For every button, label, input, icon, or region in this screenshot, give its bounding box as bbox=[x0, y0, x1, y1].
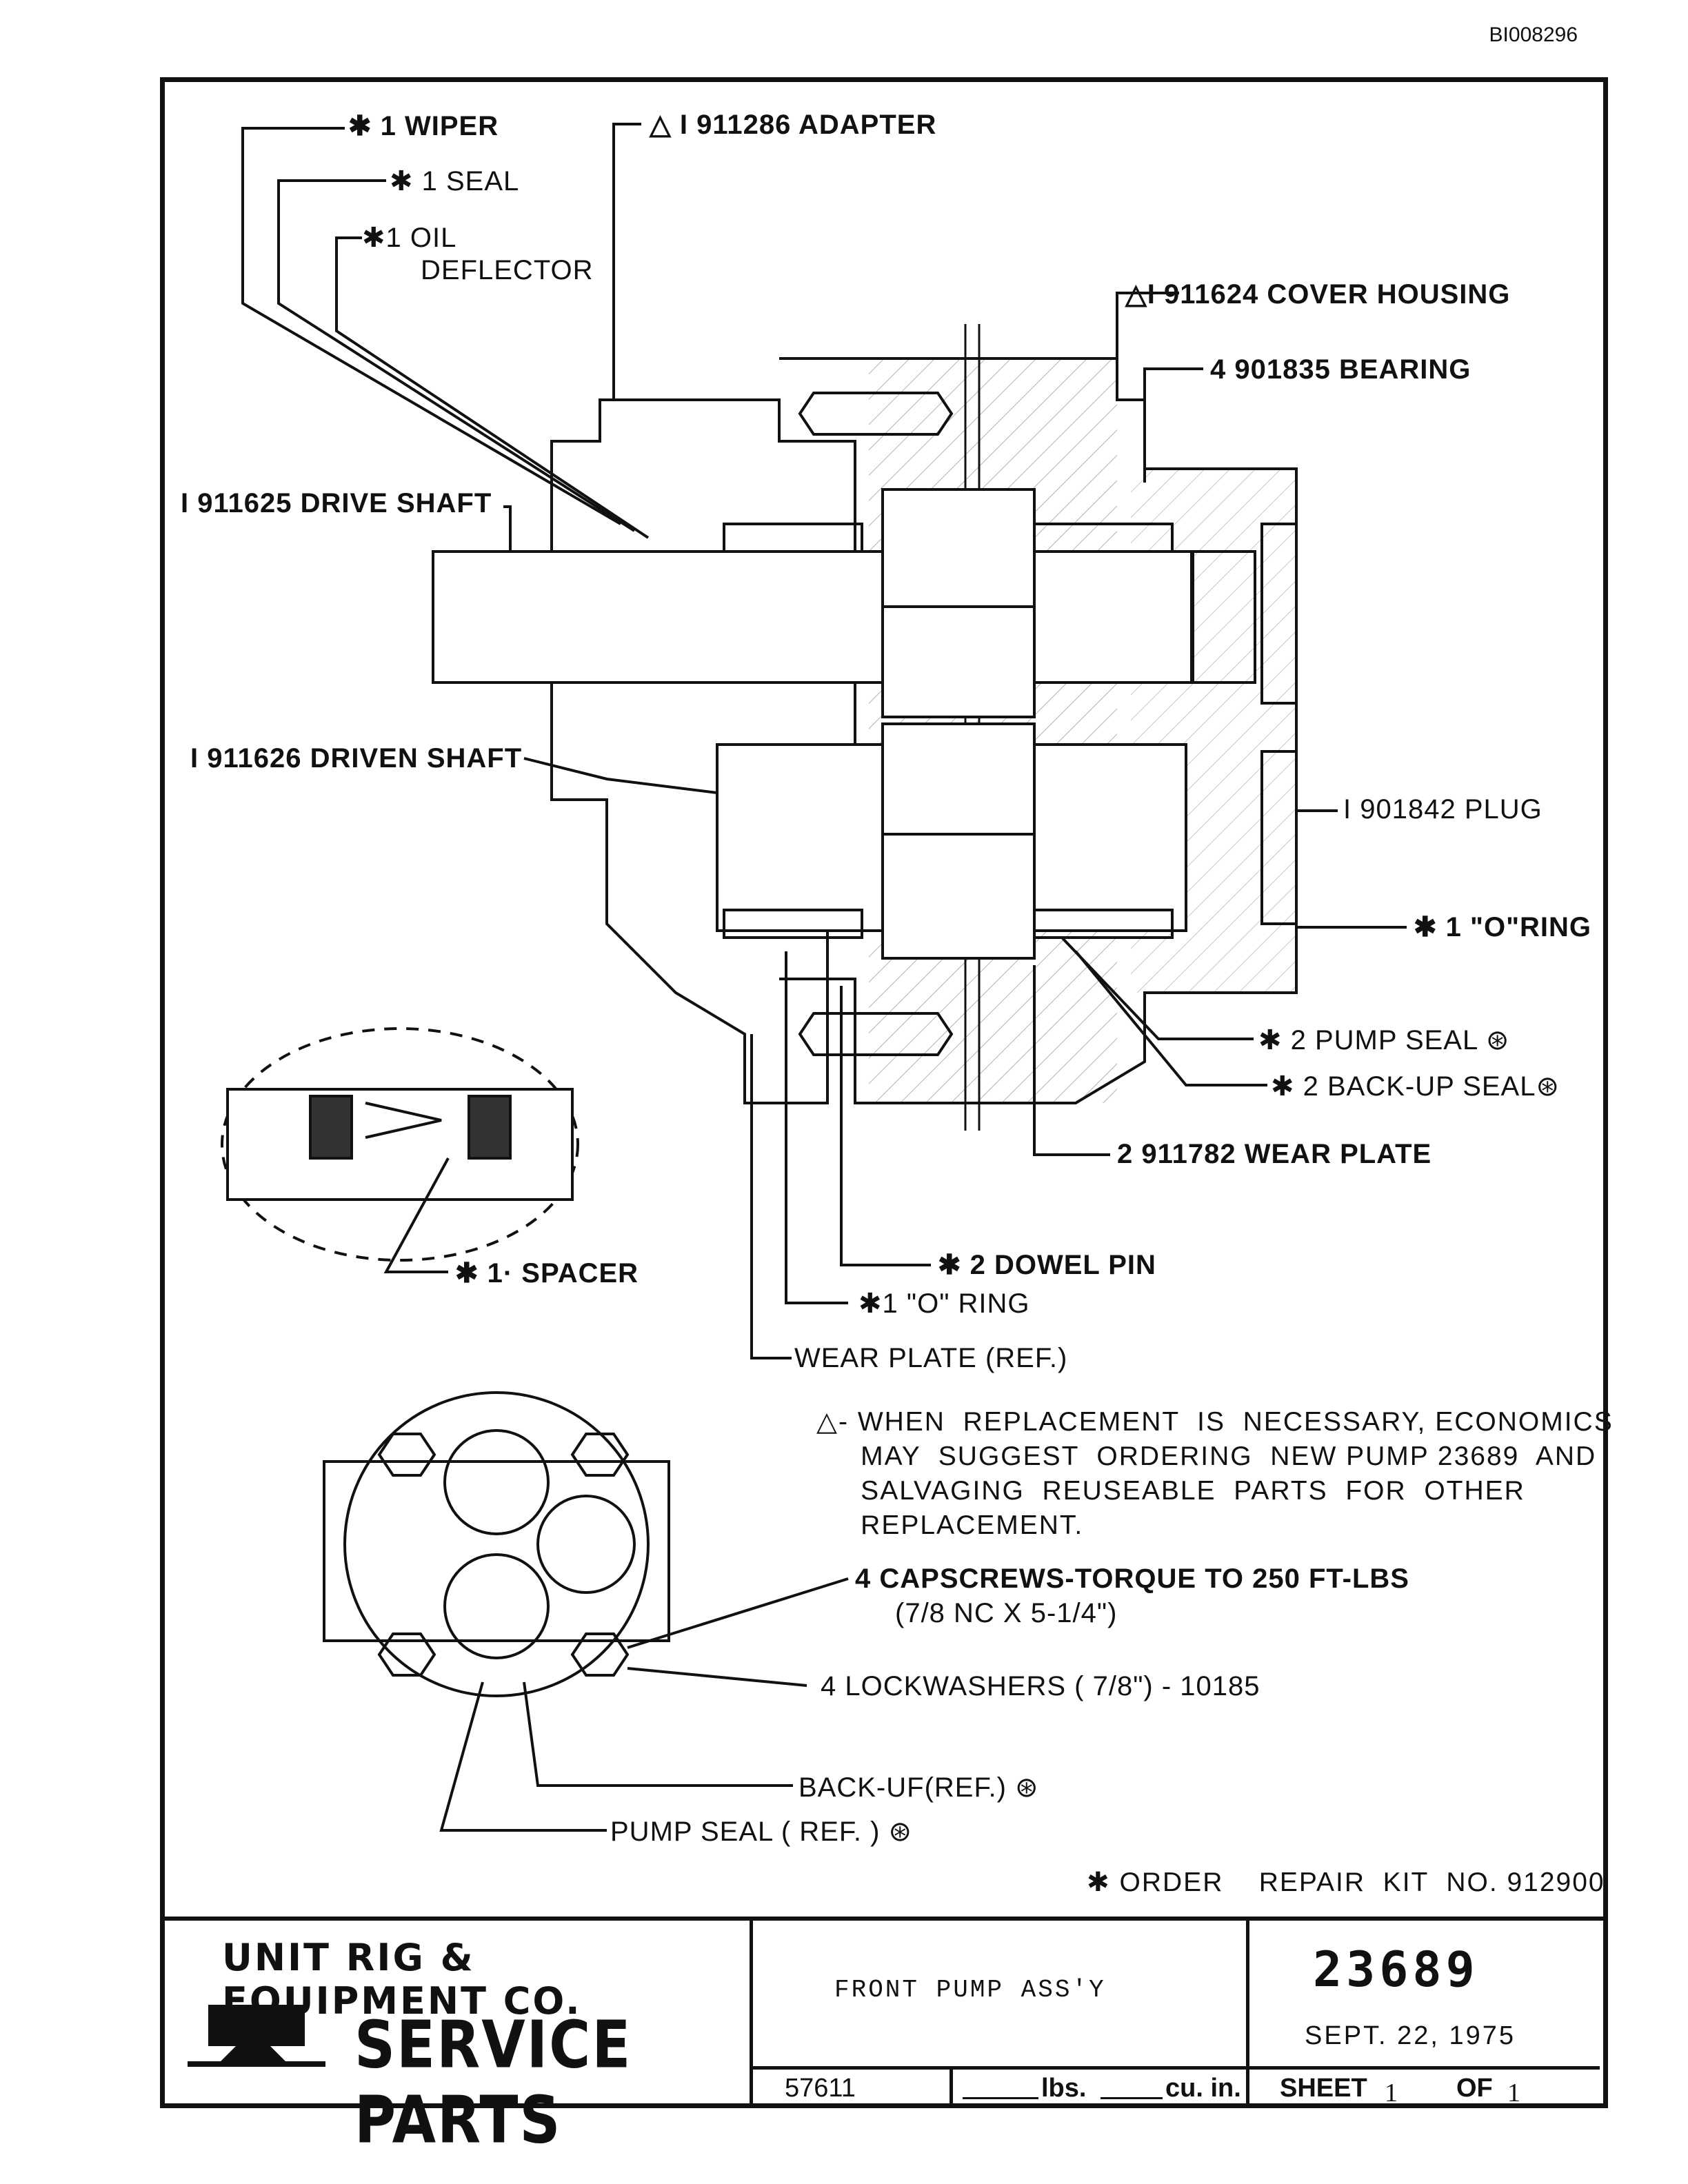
callout-drive-shaft: I 911625 DRIVE SHAFT bbox=[181, 488, 492, 518]
drawing-number-cell: 57611 bbox=[753, 2070, 953, 2108]
callout-oil-deflector-2: DEFLECTOR bbox=[421, 255, 594, 285]
callout-wear-plate: 2 911782 WEAR PLATE bbox=[1117, 1139, 1432, 1169]
callout-driven-shaft: I 911626 DRIVEN SHAFT bbox=[190, 743, 523, 774]
callout-seal: ✱ 1 SEAL bbox=[390, 166, 520, 196]
title-block: UNIT RIG & EQUIPMENT CO. SERVICE PARTS F… bbox=[160, 1917, 1608, 2158]
callout-spacer: ✱ 1· SPACER bbox=[455, 1258, 639, 1288]
end-view-body bbox=[343, 1391, 650, 1697]
part-number-cell: 23689 SEPT. 22, 1975 bbox=[1249, 1921, 1600, 2070]
callout-cover-housing: △I 911624 COVER HOUSING bbox=[1125, 279, 1511, 310]
capscrew-br bbox=[570, 1632, 630, 1677]
dowel-pin-upper bbox=[798, 392, 954, 436]
repair-kit-note: ✱ ORDER REPAIR KIT NO. 912900 bbox=[1087, 1868, 1605, 1897]
callout-lockwashers: 4 LOCKWASHERS ( 7/8") - 10185 bbox=[821, 1671, 1260, 1701]
sheet-total: 1 bbox=[1507, 2079, 1520, 2107]
sheet-cell: SHEET 1 OF 1 bbox=[1249, 2070, 1600, 2108]
issue-date: SEPT. 22, 1975 bbox=[1305, 2021, 1516, 2050]
bearing-ul bbox=[723, 523, 863, 553]
capscrew-tl bbox=[377, 1433, 436, 1477]
plug bbox=[1260, 750, 1298, 925]
gear-lower bbox=[881, 722, 1036, 960]
callout-wiper: ✱ 1 WIPER bbox=[348, 111, 499, 141]
bearing-ll bbox=[723, 909, 863, 939]
assembly-description: FRONT PUMP ASS'Y bbox=[834, 1976, 1106, 2004]
of-label: OF bbox=[1456, 2074, 1493, 2103]
capscrew-tr bbox=[570, 1433, 630, 1477]
callout-o-ring-right: ✱ 1 "O"RING bbox=[1414, 912, 1592, 942]
drawing-frame bbox=[160, 77, 1608, 2108]
detail-view bbox=[221, 1027, 579, 1262]
description-cell: FRONT PUMP ASS'Y bbox=[753, 1921, 1249, 2070]
service-parts: SERVICE PARTS bbox=[354, 2008, 632, 2158]
callout-bearing: 4 901835 BEARING bbox=[1210, 354, 1471, 385]
volume-label: cu. in. bbox=[1165, 2074, 1241, 2103]
callout-pump-seal-ref: PUMP SEAL ( REF. ) ⊛ bbox=[610, 1817, 913, 1847]
drive-shaft bbox=[432, 550, 1193, 684]
bearing-ur bbox=[1033, 523, 1174, 553]
document-id: BI008296 bbox=[1489, 23, 1578, 46]
weight-label: lbs. bbox=[1041, 2074, 1087, 2103]
callout-o-ring-lower: ✱1 "O" RING bbox=[858, 1288, 1030, 1319]
callout-capscrews-1: 4 CAPSCREWS-TORQUE TO 250 FT-LBS bbox=[855, 1564, 1409, 1594]
callout-capscrews-2: (7/8 NC X 5-1/4") bbox=[895, 1598, 1118, 1628]
callout-backup-ref: BACK-UF(REF.) ⊛ bbox=[798, 1772, 1039, 1803]
callout-dowel-pin: ✱ 2 DOWEL PIN bbox=[938, 1250, 1156, 1280]
company-logo bbox=[188, 1998, 325, 2074]
capscrew-bl bbox=[377, 1632, 436, 1677]
drawing-number: 57611 bbox=[785, 2074, 856, 2103]
callout-plug: I 901842 PLUG bbox=[1343, 794, 1543, 825]
weight-volume-cell: lbs. cu. in. bbox=[953, 2070, 1249, 2108]
part-number: 23689 bbox=[1313, 1941, 1479, 1998]
sheet-label: SHEET bbox=[1280, 2074, 1367, 2103]
gear-upper bbox=[881, 488, 1036, 718]
dowel-pin-lower bbox=[798, 1012, 954, 1056]
replacement-note: △- WHEN REPLACEMENT IS NECESSARY, ECONOM… bbox=[816, 1407, 1614, 1540]
bearing-lr bbox=[1033, 909, 1174, 939]
sheet-number: 1 bbox=[1385, 2079, 1398, 2107]
callout-wear-plate-ref: WEAR PLATE (REF.) bbox=[794, 1343, 1068, 1373]
callout-oil-deflector-1: ✱1 OIL bbox=[362, 223, 457, 253]
callout-pump-seal: ✱ 2 PUMP SEAL ⊛ bbox=[1258, 1025, 1510, 1055]
callout-backup-seal: ✱ 2 BACK-UP SEAL⊛ bbox=[1271, 1071, 1560, 1102]
callout-adapter: △ I 911286 ADAPTER bbox=[650, 110, 937, 140]
company-cell: UNIT RIG & EQUIPMENT CO. SERVICE PARTS bbox=[160, 1921, 753, 2158]
